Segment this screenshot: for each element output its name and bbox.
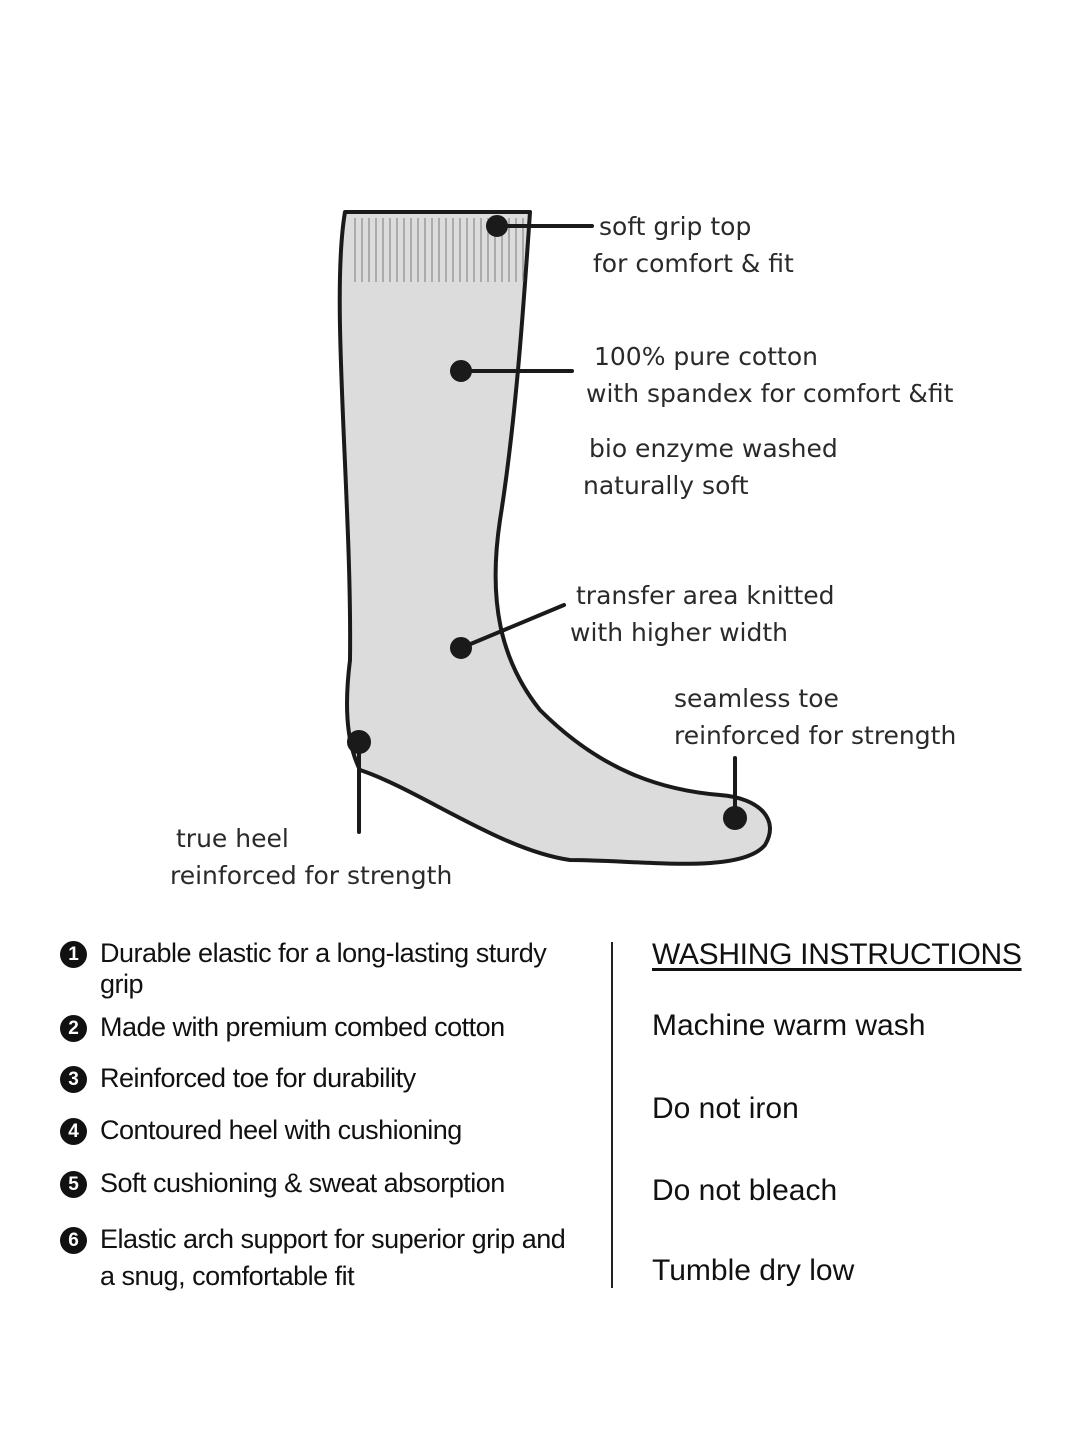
- feature-item: 1 Durable elastic for a long-lasting stu…: [60, 938, 580, 1000]
- column-divider: [611, 942, 613, 1288]
- callout-transfer: transfer area knitted with higher width: [570, 577, 835, 651]
- washing-title: WASHING INSTRUCTIONS: [652, 938, 1022, 971]
- number-badge: 1: [60, 941, 87, 968]
- callout-line: for comfort & fit: [593, 249, 794, 278]
- callout-cotton: 100% pure cotton with spandex for comfor…: [586, 338, 953, 412]
- feature-text: Reinforced toe for durability: [100, 1063, 416, 1093]
- dot-cotton: [450, 360, 472, 382]
- callout-line: naturally soft: [583, 471, 749, 500]
- grip-top-ribbing: [354, 218, 524, 282]
- dot-transfer: [450, 637, 472, 659]
- callout-line: reinforced for strength: [170, 861, 453, 890]
- feature-text: Soft cushioning & sweat absorption: [100, 1168, 505, 1198]
- feature-item: 2 Made with premium combed cotton: [60, 1012, 580, 1043]
- callout-line: seamless toe: [674, 684, 839, 713]
- callout-heel: true heel reinforced for strength: [170, 820, 452, 894]
- feature-text: Elastic arch support for superior grip a…: [100, 1224, 566, 1291]
- callout-line: bio enzyme washed: [589, 434, 838, 463]
- callout-line: soft grip top: [599, 212, 752, 241]
- callout-line: true heel: [176, 824, 289, 853]
- dot-grip-top: [486, 215, 508, 237]
- sock-outline: [337, 210, 772, 866]
- feature-list: 1 Durable elastic for a long-lasting stu…: [60, 938, 580, 1295]
- callout-grip-top: soft grip top for comfort & fit: [593, 208, 794, 282]
- number-badge: 3: [60, 1066, 87, 1093]
- number-badge: 5: [60, 1171, 87, 1198]
- washing-item: Machine warm wash: [652, 1009, 926, 1042]
- washing-item: Tumble dry low: [652, 1254, 855, 1287]
- callout-line: transfer area knitted: [576, 581, 835, 610]
- dot-heel: [347, 730, 371, 754]
- callout-line: with higher width: [570, 618, 789, 647]
- leader-lines: [347, 215, 747, 834]
- callout-toe: seamless toe reinforced for strength: [674, 680, 956, 754]
- feature-text: Contoured heel with cushioning: [100, 1115, 462, 1145]
- callout-line: reinforced for strength: [674, 721, 957, 750]
- feature-item: 5 Soft cushioning & sweat absorption: [60, 1168, 580, 1199]
- number-badge: 4: [60, 1118, 87, 1145]
- number-badge: 6: [60, 1227, 87, 1254]
- feature-item: 4 Contoured heel with cushioning: [60, 1115, 580, 1146]
- callout-enzyme: bio enzyme washed naturally soft: [583, 430, 838, 504]
- washing-item: Do not iron: [652, 1092, 799, 1125]
- leader-transfer: [459, 603, 566, 650]
- feature-item: 3 Reinforced toe for durability: [60, 1063, 580, 1094]
- number-badge: 2: [60, 1015, 87, 1042]
- dot-toe: [723, 806, 747, 830]
- callout-line: 100% pure cotton: [594, 342, 818, 371]
- washing-item: Do not bleach: [652, 1174, 838, 1207]
- feature-text: Made with premium combed cotton: [100, 1012, 505, 1042]
- sock-diagram: [337, 210, 772, 866]
- callout-line: with spandex for comfort &fit: [586, 379, 954, 408]
- feature-text: Durable elastic for a long-lasting sturd…: [100, 938, 547, 999]
- feature-item: 6 Elastic arch support for superior grip…: [60, 1221, 580, 1295]
